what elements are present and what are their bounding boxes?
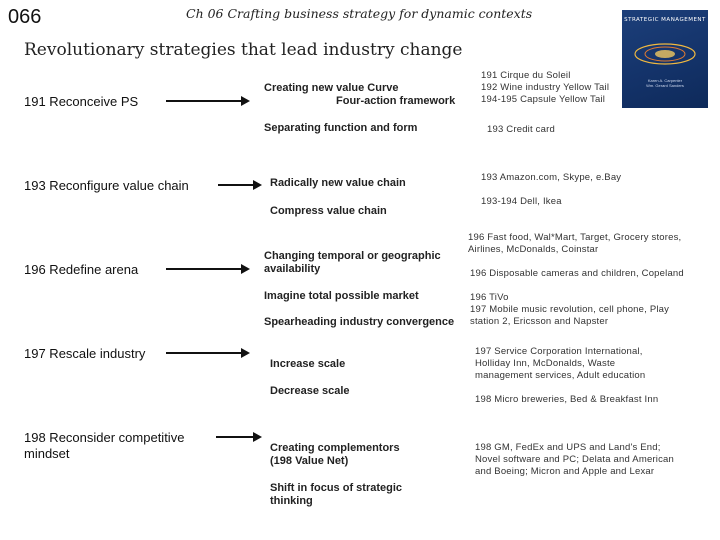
example-gm-fedex: 198 GM, FedEx and UPS and Land's End; No…: [475, 442, 675, 477]
arrow-reconsider: [216, 432, 262, 442]
book-author: Wm. Gerard Sanders: [646, 83, 684, 88]
example-credit-card: 193 Credit card: [487, 124, 555, 136]
approach-line: Creating new value Curve: [264, 82, 399, 94]
example-line: 197 Mobile music revolution, cell phone,…: [470, 304, 670, 327]
approach-decrease-scale: Decrease scale: [270, 385, 350, 397]
approach-compress: Compress value chain: [270, 205, 387, 217]
example-dell: 193-194 Dell, Ikea: [481, 196, 562, 208]
strategy-rescale: 197 Rescale industry: [24, 346, 146, 361]
strategy-reconsider: 198 Reconsider competitive mindset: [24, 430, 185, 461]
example-line: 191 Cirque du Soleil: [481, 70, 571, 81]
arrow-redefine: [166, 264, 250, 274]
example-line: 194-195 Capsule Yellow Tail: [481, 94, 606, 105]
approach-convergence: Spearheading industry convergence: [264, 316, 455, 328]
approach-imagine-market: Imagine total possible market: [264, 290, 419, 302]
approach-complementors: Creating complementors (198 Value Net): [270, 442, 400, 467]
approach-shift-focus: Shift in focus of strategic thinking: [270, 482, 403, 507]
example-line: 196 TiVo: [470, 292, 509, 303]
book-cover-image: STRATEGIC MANAGEMENT Karen A. Carpenter …: [622, 10, 708, 108]
approach-separating-function: Separating function and form: [264, 122, 418, 134]
book-cover-authors: Karen A. Carpenter Wm. Gerard Sanders: [622, 78, 708, 88]
approach-line: Four-action framework: [336, 95, 456, 107]
approach-new-value-curve: Creating new value Curve Four-action fra…: [264, 82, 464, 108]
example-cirque: 191 Cirque du Soleil 192 Wine industry Y…: [481, 70, 609, 106]
example-line: 193 Amazon.com, Skype, e.Bay: [481, 172, 622, 183]
strategy-reconceive: 191 Reconceive PS: [24, 94, 139, 109]
arrow-rescale: [166, 348, 250, 358]
strategy-redefine: 196 Redefine arena: [24, 262, 139, 277]
example-tivo: 196 TiVo 197 Mobile music revolution, ce…: [470, 292, 690, 328]
example-line: 193-194 Dell, Ikea: [481, 196, 562, 207]
book-cover-title: STRATEGIC MANAGEMENT: [624, 17, 706, 23]
arrow-reconfigure: [218, 180, 262, 190]
example-micro-breweries: 198 Micro breweries, Bed & Breakfast Inn: [475, 394, 659, 405]
approach-temporal-geographic: Changing temporal or geographic availabi…: [264, 250, 441, 275]
slide-title: Revolutionary strategies that lead indus…: [24, 40, 463, 60]
example-amazon: 193 Amazon.com, Skype, e.Bay: [481, 172, 621, 184]
example-fast-food: 196 Fast food, Wal*Mart, Target, Grocery…: [468, 232, 682, 255]
book-author: Karen A. Carpenter: [647, 78, 683, 83]
example-line: 192 Wine industry Yellow Tail: [481, 82, 610, 93]
page-number: 066: [8, 6, 42, 28]
chapter-heading: Ch 06 Crafting business strategy for dyn…: [186, 6, 533, 21]
strategy-reconfigure: 193 Reconfigure value chain: [24, 178, 189, 193]
book-cover-art-icon: [634, 43, 696, 65]
example-service-corp: 197 Service Corporation International, H…: [475, 346, 646, 381]
approach-increase-scale: Increase scale: [270, 358, 346, 370]
approach-radically-new: Radically new value chain: [270, 177, 406, 189]
example-cameras: 196 Disposable cameras and children, Cop…: [470, 268, 684, 279]
example-line: 193 Credit card: [487, 124, 555, 135]
arrow-reconceive: [166, 96, 250, 106]
